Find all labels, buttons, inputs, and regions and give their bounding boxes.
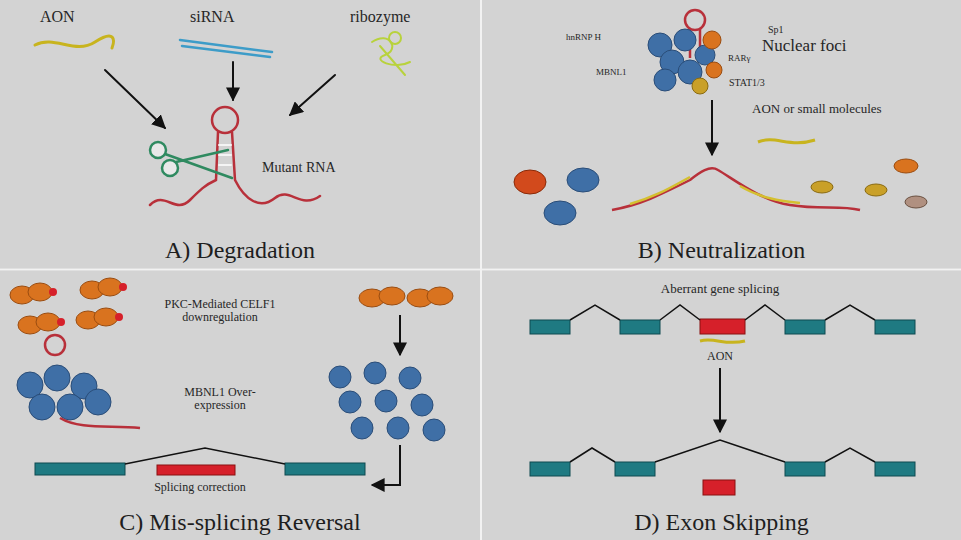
divider: [0, 269, 961, 271]
annotation-label: RARγ: [728, 54, 750, 64]
annotation-label: ribozyme: [350, 8, 410, 26]
panel-caption: C) Mis-splicing Reversal: [119, 509, 360, 540]
annotation-label: AON: [40, 8, 75, 26]
panel-box: D) Exon Skipping: [482, 271, 961, 540]
degradation-art: [35, 32, 410, 205]
annotation-label: siRNA: [190, 8, 234, 26]
panel-box: A) Degradation: [0, 0, 480, 268]
panel-ground: [482, 0, 961, 268]
panel-caption: D) Exon Skipping: [634, 509, 809, 540]
annotation-label: PKC-Mediated CELF1 downregulation: [140, 298, 300, 324]
panel-ground: [482, 271, 961, 540]
annotation-label: MBNL1 Over-expression: [165, 386, 275, 412]
panel-caption: A) Degradation: [165, 237, 315, 268]
annotation-label: Mutant RNA: [262, 160, 336, 175]
mis-splicing-art: [10, 278, 453, 485]
panel-box: B) Neutralization: [482, 0, 961, 268]
exon-skipping-art: [530, 305, 915, 495]
annotation-label: Splicing correction: [115, 481, 285, 494]
panel-caption: B) Neutralization: [638, 237, 805, 268]
panel-ground: [0, 0, 480, 268]
annotation-label: STAT1/3: [729, 77, 765, 88]
annotation-label: hnRNP H: [566, 33, 601, 43]
annotation-label: AON or small molecules: [752, 102, 887, 116]
annotation-label: Nuclear foci: [762, 37, 846, 56]
annotation-label: AON: [695, 350, 745, 363]
annotation-label: MBNL1: [596, 68, 627, 78]
annotation-label: Sp1: [768, 24, 784, 35]
annotation-label: Aberrant gene splicing: [600, 282, 840, 296]
neutralization-art: [514, 10, 927, 225]
panel-ground: [0, 271, 480, 540]
